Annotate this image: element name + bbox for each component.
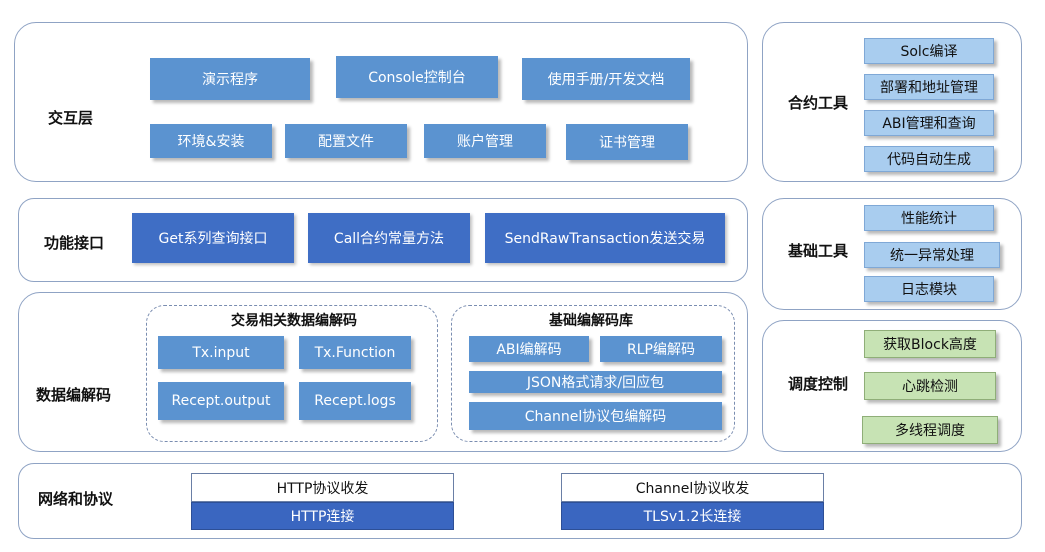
base-codec-title: 基础编解码库 [549, 313, 633, 329]
recept-logs-box: Recept.logs [299, 382, 411, 420]
console-box: Console控制台 [336, 56, 498, 98]
env-install-box: 环境&安装 [150, 124, 272, 158]
interaction-layer-label: 交互层 [48, 109, 94, 127]
cert-mgmt-box: 证书管理 [566, 124, 688, 160]
code-gen-box: 代码自动生成 [864, 146, 994, 172]
base-tools-label: 基础工具 [788, 242, 849, 260]
rlp-codec-box: RLP编解码 [600, 336, 722, 362]
tls-connection-box: TLSv1.2长连接 [561, 502, 824, 530]
send-raw-transaction-box: SendRawTransaction发送交易 [485, 213, 725, 263]
manual-docs-box: 使用手册/开发文档 [522, 58, 690, 100]
channel-packet-codec-box: Channel协议包编解码 [469, 402, 722, 430]
abi-codec-box: ABI编解码 [469, 336, 589, 362]
abi-mgmt-box: ABI管理和查询 [864, 110, 994, 136]
json-packet-box: JSON格式请求/回应包 [469, 371, 722, 393]
http-connection-box: HTTP连接 [191, 502, 454, 530]
codec-label: 数据编解码 [36, 386, 112, 404]
tx-input-box: Tx.input [158, 336, 284, 369]
recept-output-box: Recept.output [158, 382, 284, 420]
account-mgmt-box: 账户管理 [424, 124, 546, 158]
network-panel [18, 463, 1022, 539]
heartbeat-box: 心跳检测 [864, 372, 996, 400]
multithread-box: 多线程调度 [862, 416, 998, 444]
function-interface-label: 功能接口 [44, 234, 105, 252]
solc-compile-box: Solc编译 [864, 38, 994, 64]
call-constant-method-box: Call合约常量方法 [308, 213, 470, 263]
log-module-box: 日志模块 [864, 276, 994, 302]
demo-program-box: 演示程序 [150, 58, 310, 100]
tx-function-box: Tx.Function [299, 336, 411, 369]
scheduling-label: 调度控制 [788, 375, 849, 393]
deploy-address-box: 部署和地址管理 [864, 74, 994, 100]
network-label: 网络和协议 [38, 490, 114, 508]
tx-codec-title: 交易相关数据编解码 [231, 313, 357, 329]
base-codec-group [451, 305, 735, 442]
exception-handling-box: 统一异常处理 [864, 242, 1000, 268]
perf-stats-box: 性能统计 [864, 205, 994, 231]
contract-tools-label: 合约工具 [788, 94, 849, 112]
get-query-api-box: Get系列查询接口 [132, 213, 294, 263]
config-file-box: 配置文件 [285, 124, 407, 158]
channel-protocol-box: Channel协议收发 [561, 473, 824, 502]
tx-codec-group [146, 305, 438, 442]
block-height-box: 获取Block高度 [864, 330, 996, 358]
http-protocol-box: HTTP协议收发 [191, 473, 454, 502]
